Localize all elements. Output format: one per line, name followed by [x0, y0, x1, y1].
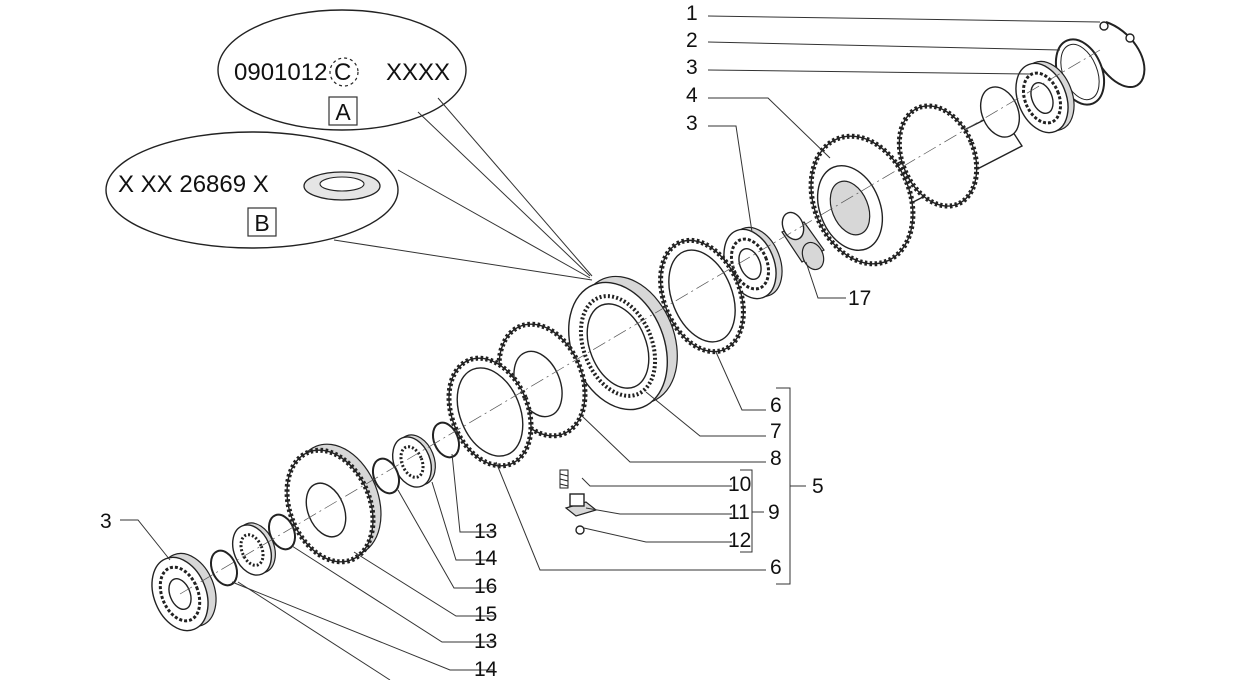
part-10-spring — [559, 469, 569, 489]
callout-8: 8 — [770, 447, 782, 470]
bubble-a-suffix: XXXX — [386, 59, 450, 86]
callout-10: 10 — [728, 473, 751, 496]
bubble-a-letter: A — [335, 99, 351, 125]
callout-5: 5 — [812, 475, 824, 498]
callout-3: 3 — [686, 56, 698, 79]
part-1-circlip — [1095, 21, 1146, 89]
callout-7: 7 — [770, 420, 782, 443]
part-14-needle-bearing-upper — [391, 434, 436, 488]
group-bracket-5 — [776, 387, 806, 585]
callout-13: 13 — [474, 630, 497, 653]
callout-4: 4 — [686, 84, 698, 107]
callout-bubble-b: X XX 26869 X B — [105, 131, 399, 249]
part-3-bearing-top — [1015, 60, 1075, 134]
callout-2: 2 — [686, 29, 698, 52]
bubble-a-variant-letter: C — [334, 59, 351, 86]
callout-6: 6 — [770, 394, 782, 417]
callout-15: 15 — [474, 603, 497, 626]
bubble-pointer-lines — [333, 97, 593, 281]
part-4-gear-shaft — [808, 86, 1024, 267]
bubble-b-letter-box — [247, 207, 277, 237]
part-16-washer — [371, 457, 401, 495]
leader-lines — [120, 15, 1101, 680]
callout-3: 3 — [686, 112, 698, 135]
callout-13: 13 — [474, 520, 497, 543]
bubble-a-part-code: 0901012 — [234, 59, 327, 86]
callout-16: 16 — [474, 575, 497, 598]
callout-14: 14 — [474, 658, 498, 680]
callout-bubble-a: 0901012 C XXXX A — [217, 9, 467, 131]
gear-symbol-icon — [329, 57, 359, 87]
part-15-gear — [284, 443, 382, 565]
axis-centreline — [179, 49, 1101, 595]
bubble-a-letter-box — [328, 96, 358, 126]
callout-17: 17 — [848, 287, 871, 310]
callout-1: 1 — [686, 2, 698, 25]
part-7-sliding-sleeve — [568, 275, 678, 411]
part-6-synchro-ring-lower — [446, 355, 534, 469]
part-11-plunger — [564, 493, 598, 517]
bubble-b-code: X XX 26869 X — [118, 171, 269, 198]
callout-11: 11 — [728, 501, 750, 524]
part-6-synchro-ring-upper — [658, 237, 746, 355]
callout-numbers: 1 2 3 4 3 17 6 7 8 10 11 12 9 5 6 13 14 … — [100, 2, 871, 680]
callout-3: 3 — [100, 510, 112, 533]
callout-12: 12 — [728, 529, 751, 552]
callout-6: 6 — [770, 556, 782, 579]
callout-14: 14 — [474, 547, 498, 570]
callout-9: 9 — [768, 501, 780, 524]
part-14-needle-bearing-lower — [231, 522, 276, 576]
spring-washer-icon — [303, 171, 381, 201]
bubble-b-letter: B — [254, 210, 269, 236]
group-bracket-9 — [740, 469, 764, 553]
part-12-ball — [575, 525, 585, 535]
part-17-bushing — [781, 211, 825, 271]
